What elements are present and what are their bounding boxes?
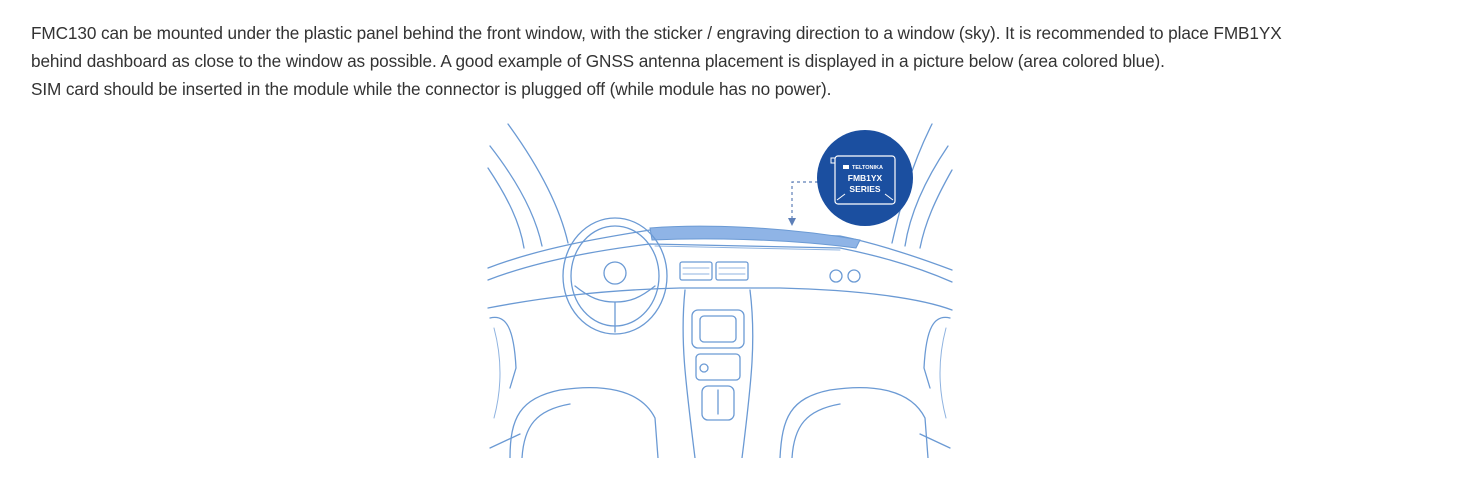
badge-series: SERIES <box>849 184 881 194</box>
steering-wheel <box>562 217 668 335</box>
gnss-area-highlight <box>649 225 861 249</box>
paragraph-line-3: SIM card should be inserted in the modul… <box>31 79 832 99</box>
seats <box>489 386 951 458</box>
dashed-arrow-icon <box>788 181 818 226</box>
door-panels <box>489 316 951 419</box>
teltonika-logo-icon <box>843 165 849 169</box>
badge-brand: TELTONIKA <box>852 165 883 171</box>
dashboard <box>487 225 953 311</box>
paragraph-line-2: behind dashboard as close to the window … <box>31 51 1165 71</box>
center-console <box>682 289 754 458</box>
instruction-text: FMC130 can be mounted under the plastic … <box>31 19 1431 103</box>
car-interior-illustration: TELTONIKA FMB1YX SERIES <box>480 118 960 458</box>
paragraph-line-1: FMC130 can be mounted under the plastic … <box>31 23 1282 43</box>
badge-model: FMB1YX <box>848 173 883 183</box>
windshield-frame <box>487 123 953 249</box>
device-badge: TELTONIKA FMB1YX SERIES <box>817 130 913 226</box>
